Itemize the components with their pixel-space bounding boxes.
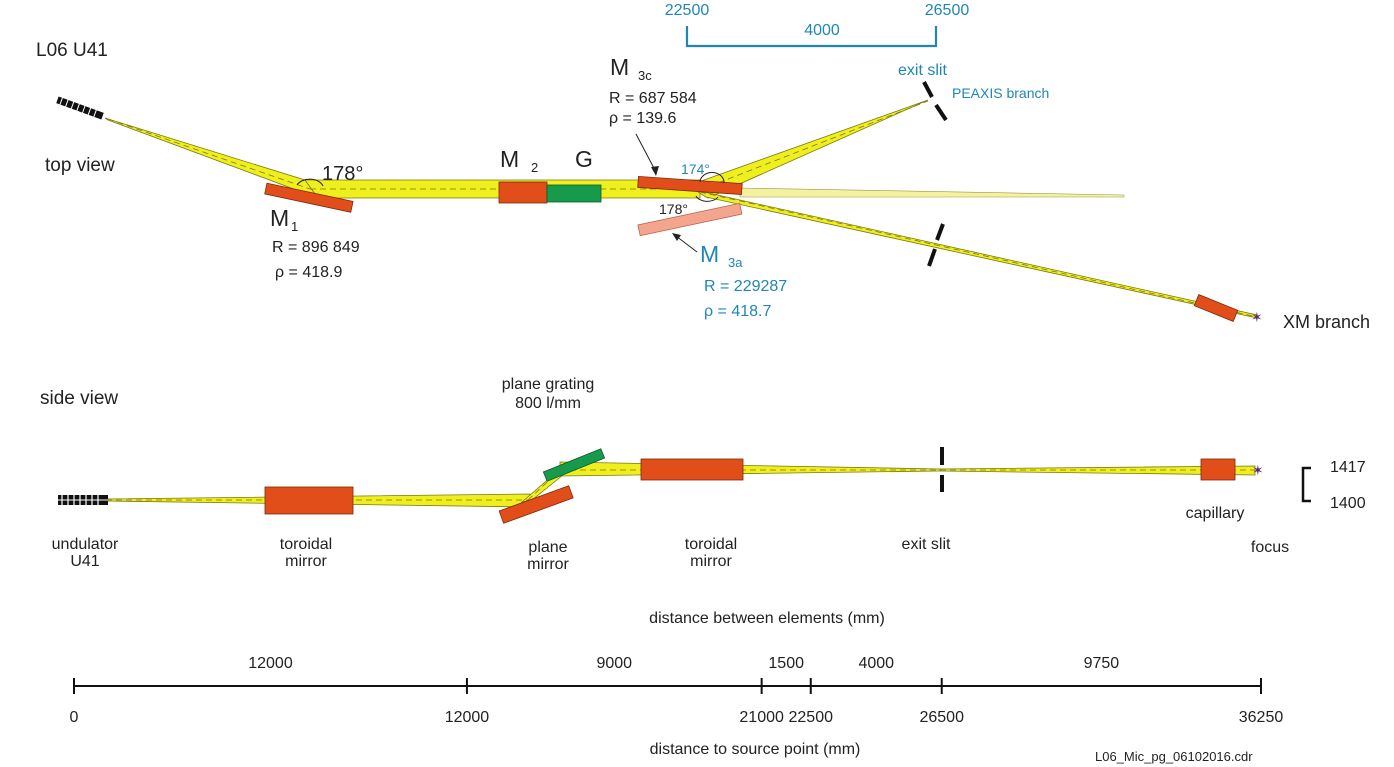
axis-span-label-4: 9750 [1084, 655, 1120, 672]
peaxis-exit-slit [922, 81, 948, 122]
plane-mirror-label-1: plane [528, 539, 567, 556]
top-scale-bar: 22500 26500 4000 [665, 2, 970, 48]
m1-mirror [264, 182, 354, 213]
height-bottom: 1400 [1330, 495, 1366, 512]
height-bracket [1301, 466, 1311, 503]
svg-text:M: M [270, 205, 289, 231]
m3c-rho: ρ = 139.6 [609, 110, 676, 127]
side-beam-3 [559, 461, 941, 477]
grating-label: G [575, 146, 593, 172]
xm-end-mirror [1193, 294, 1239, 322]
capillary-label: capillary [1186, 505, 1245, 522]
focus-label: focus [1251, 539, 1289, 556]
svg-text:3c: 3c [638, 68, 652, 83]
source-axis-title: distance to source point (mm) [650, 741, 861, 758]
toroidal1-label-2: mirror [285, 553, 327, 570]
top-scale-right: 26500 [925, 2, 970, 19]
m2-label: M 2 [500, 146, 538, 175]
side-toroidal-mirror-2 [640, 458, 744, 481]
side-toroidal-mirror-1 [264, 486, 354, 515]
axis-tick-label-1: 12000 [445, 709, 490, 726]
svg-text:3a: 3a [728, 255, 743, 270]
m3a-label: M 3a [700, 241, 743, 270]
m1-rho: ρ = 418.9 [275, 264, 342, 281]
m1-radius: R = 896 849 [272, 239, 360, 256]
top-scale-left: 22500 [665, 2, 710, 19]
svg-text:M: M [700, 241, 719, 267]
grating-label-line2: 800 l/mm [515, 395, 581, 412]
axis-ticks: 0 12000 21000 22500 26500 36250 [70, 678, 1284, 726]
side-grating [542, 448, 606, 482]
side-exit-slit-label: exit slit [902, 536, 951, 553]
top-view-label: top view [45, 155, 115, 176]
axis-span-label-3: 4000 [858, 655, 894, 672]
side-undulator [58, 494, 108, 506]
top-scale-span: 4000 [804, 22, 840, 39]
m3c-angle-arc [699, 172, 725, 184]
m3c-mirror [637, 175, 743, 196]
m3c-angle-174: 174° [681, 161, 710, 177]
axis-spans: 12000 9000 1500 4000 9750 [248, 655, 1119, 672]
axis-tick-label-2: 21000 [739, 709, 784, 726]
svg-text:M: M [610, 54, 629, 80]
m3a-mirror [637, 202, 743, 237]
m3a-rho: ρ = 418.7 [704, 303, 771, 320]
axis-span-label-0: 12000 [248, 655, 293, 672]
plane-mirror-label-2: mirror [527, 556, 569, 573]
m3-angle-arc-lower [695, 195, 719, 202]
axis-tick-label-5: 36250 [1239, 709, 1284, 726]
axis-tick-label-3: 22500 [789, 709, 834, 726]
grating [546, 184, 602, 203]
m3c-radius: R = 687 584 [609, 90, 697, 107]
m2-mirror [498, 181, 548, 204]
m3a-pointer [672, 233, 698, 253]
beam-straight [739, 187, 1125, 198]
grating-label-line1: plane grating [502, 376, 595, 393]
peaxis-branch-label: PEAXIS branch [952, 85, 1049, 101]
xm-exit-slit [927, 223, 945, 267]
axis-span-label-2: 1500 [768, 655, 804, 672]
top-undulator [56, 96, 104, 120]
svg-text:1: 1 [291, 219, 298, 234]
m3c-label: M 3c [610, 54, 652, 83]
side-view-label: side view [40, 388, 118, 409]
toroidal2-label-1: toroidal [685, 536, 737, 553]
toroidal2-label-2: mirror [690, 553, 732, 570]
svg-text:M: M [500, 146, 519, 172]
m1-angle-arc [296, 178, 324, 187]
m3c-angle-178: 178° [659, 201, 688, 217]
xm-branch-label: XM branch [1283, 312, 1370, 332]
side-focus-star: ✶ [1252, 462, 1264, 478]
side-plane-mirror [498, 485, 574, 524]
m1-angle: 178° [322, 163, 363, 185]
toroidal1-label-1: toroidal [280, 536, 332, 553]
height-top: 1417 [1330, 459, 1366, 476]
side-capillary [1200, 458, 1236, 481]
undulator-label-2: U41 [70, 553, 99, 570]
m3a-radius: R = 229287 [704, 278, 787, 295]
peaxis-exit-slit-label: exit slit [898, 62, 947, 79]
m3c-pointer [635, 133, 659, 176]
svg-text:2: 2 [531, 160, 538, 175]
file-label: L06_Mic_pg_06102016.cdr [1095, 749, 1253, 764]
axis-span-label-1: 9000 [596, 655, 632, 672]
title: L06 U41 [36, 40, 108, 61]
elements-axis-title: distance between elements (mm) [649, 610, 885, 627]
axis-tick-label-4: 26500 [919, 709, 964, 726]
xm-focus-star: ✶ [1251, 309, 1263, 325]
m1-label: M 1 [270, 205, 298, 234]
beam-source-m1 [104, 117, 320, 199]
axis-tick-label-0: 0 [70, 709, 79, 726]
undulator-label-1: undulator [52, 536, 119, 553]
